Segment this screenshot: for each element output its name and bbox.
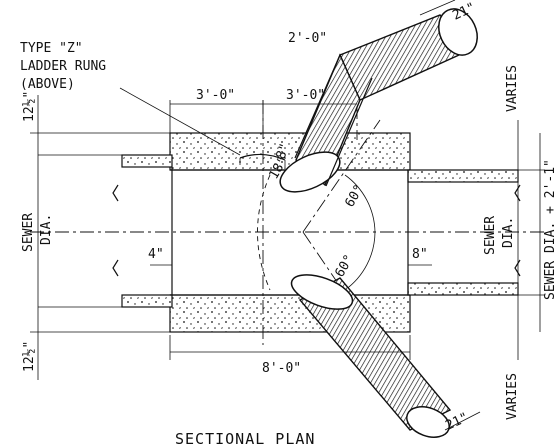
dim-overall-length: 8'-0" [262,361,301,376]
ladder-rung [239,153,286,161]
angle-top: 60° [342,182,367,210]
manhole-structure [121,132,519,333]
sewer-left-dia: DIA. [39,214,54,245]
top-wall [169,132,411,171]
sewer-left: SEWER [21,213,36,252]
dim-right-wall: 8" [412,247,428,262]
callout-line-3: (ABOVE) [20,77,75,92]
sewer-right-dia: DIA. [501,217,516,248]
callout-line-2: LADDER RUNG [20,59,106,74]
callout-line-1: TYPE "Z" [20,41,83,56]
varies-bottom: VARIES [505,373,520,420]
dim-right-width: 3'-0" [286,88,325,103]
right-pipe-bottom-wall [407,282,519,296]
dim-left-width: 3'-0" [196,88,235,103]
angle-bottom: 60° [332,252,357,280]
inlet-pipe-top [279,8,478,193]
varies-top: VARIES [505,65,520,112]
left-pipe-bottom-wall [121,294,173,308]
inlet-pipe-bottom [290,274,452,438]
overall-height: SEWER DIA. + 2'-1" [543,159,558,300]
dim-pipe-wall-top: 21" [450,0,478,24]
dim-pipe-wall-bottom: 21" [443,410,471,434]
dim-pipe-dia-top: 2'-0" [288,31,327,46]
dim-rung-offset: 8" [274,142,293,162]
sewer-right: SEWER [483,216,498,255]
left-pipe-top-wall [121,154,173,168]
drawing-title: SECTIONAL PLAN [175,430,315,446]
dim-slab-bottom: 12½" [22,341,37,372]
dim-slab-top: 12½" [22,91,37,122]
dimension-lines [30,0,545,431]
dim-left-wall: 4" [148,247,164,262]
right-pipe-top-wall [407,169,519,183]
